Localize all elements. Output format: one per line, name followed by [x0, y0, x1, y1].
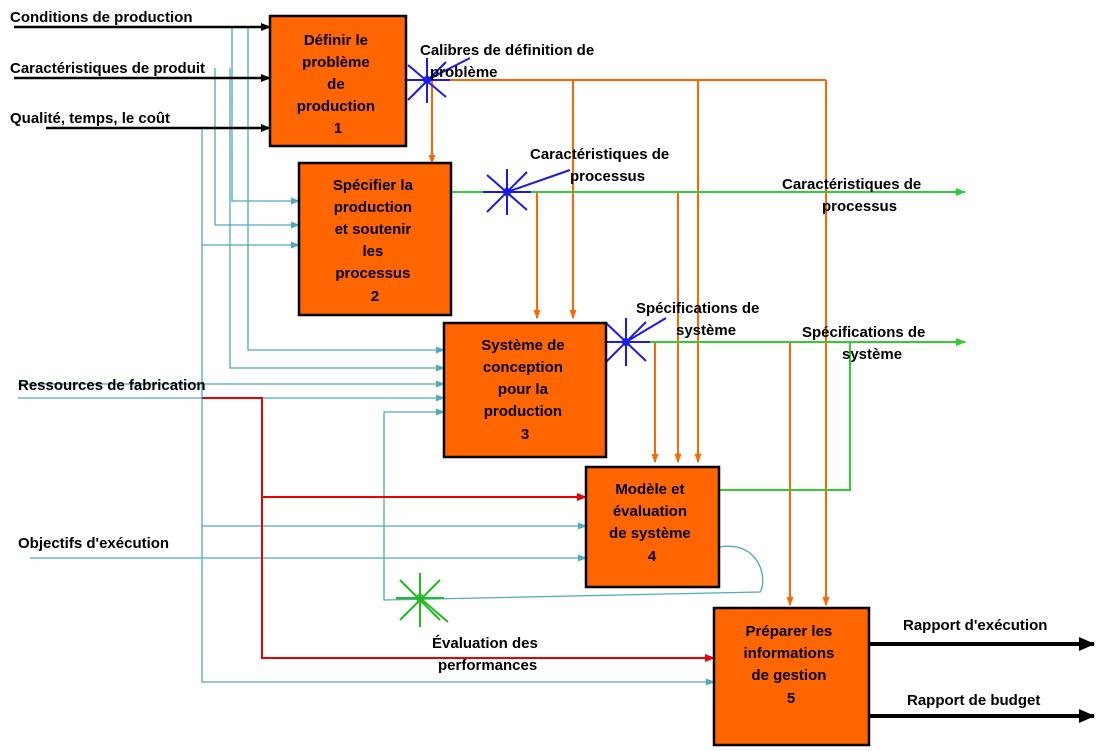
- junction-marker-blue-1: [404, 57, 471, 103]
- box-5-number: 5: [787, 690, 795, 707]
- box-1-line-1: Définir le: [304, 32, 368, 49]
- flow-label-calibres-1: Calibres de définition de: [420, 42, 594, 59]
- orange-flow-lines: [406, 79, 830, 606]
- flow-label-evaluation-2: performances: [438, 657, 537, 674]
- input-label-qualite: Qualité, temps, le coût: [10, 110, 170, 127]
- box-2-line-1: Spécifier la: [333, 177, 414, 194]
- svg-text:Définir le problème: Définir le problème de production 1: [297, 32, 380, 137]
- box-2-line-5: processus: [335, 265, 410, 282]
- box-3-line-2: conception: [483, 359, 563, 376]
- flow-label-spec-systeme-a-1: Spécifications de: [636, 300, 759, 317]
- box-5-line-1: Préparer les: [746, 623, 833, 640]
- box-4-modele-evaluation: Modèle et évaluation de système 4: [584, 465, 721, 589]
- input-label-ressources: Ressources de fabrication: [18, 377, 206, 394]
- junction-marker-blue-2: [483, 169, 571, 215]
- control-lines: [18, 27, 764, 686]
- box-1-number: 1: [334, 120, 342, 137]
- box-3-line-1: Système de: [481, 337, 564, 354]
- junction-marker-blue-3: [602, 317, 667, 366]
- box-5-line-2: informations: [743, 645, 834, 662]
- teal-line-caract-to-box2: [214, 68, 300, 229]
- box-4-line-3: de système: [609, 525, 691, 542]
- input-label-objectifs: Objectifs d'exécution: [18, 535, 169, 552]
- box-5-line-3: de gestion: [751, 667, 826, 684]
- flow-label-calibres-2: problème: [430, 64, 498, 81]
- flow-label-carac-processus-a-2: processus: [570, 168, 645, 185]
- box-5-preparer-informations: Préparer les informations de gestion 5: [712, 606, 871, 747]
- teal-line-feedback-loop: [383, 408, 764, 601]
- box-2-number: 2: [371, 288, 379, 305]
- box-4-line-1: Modèle et: [615, 481, 684, 498]
- svg-text:Modèle et évaluation: Modèle et évaluation de système 4: [609, 481, 695, 565]
- box-2-line-4: les: [362, 243, 383, 260]
- svg-text:Système de conception: Système de conception pour la production…: [481, 337, 569, 443]
- box-2-specifier-production: Spécifier la production et soutenir les …: [297, 161, 453, 317]
- red-line-to-box4: [202, 397, 587, 501]
- red-line-to-box5: [261, 460, 715, 662]
- box-3-line-3: pour la: [498, 381, 549, 398]
- output-label-rapport-budget: Rapport de budget: [907, 692, 1040, 709]
- box-1-definir-probleme: Définir le problème de production 1: [268, 14, 408, 148]
- svg-text:Préparer les information: Préparer les informations de gestion 5: [743, 623, 838, 707]
- flow-label-evaluation-1: Évaluation des: [432, 635, 538, 652]
- green-box4-feedback: [719, 342, 851, 491]
- input-label-conditions: Conditions de production: [10, 9, 192, 26]
- teal-line-conditions-to-box3: [247, 27, 445, 354]
- flow-label-carac-processus-a-1: Caractéristiques de: [530, 146, 669, 163]
- green-flow-lines: [451, 188, 966, 491]
- box-3-number: 3: [521, 426, 529, 443]
- flow-label-spec-systeme-a-2: système: [676, 322, 736, 339]
- svg-text:Spécifier la production: Spécifier la production et soutenir les …: [333, 177, 417, 305]
- output-lines: [869, 637, 1095, 723]
- flow-label-carac-processus-b-2: processus: [822, 198, 897, 215]
- box-4-number: 4: [648, 548, 657, 565]
- box-2-line-2: production: [334, 199, 412, 216]
- input-lines: [14, 23, 271, 132]
- output-label-rapport-execution: Rapport d'exécution: [903, 617, 1047, 634]
- box-4-line-2: évaluation: [613, 503, 687, 520]
- box-3-systeme-conception: Système de conception pour la production…: [442, 321, 608, 459]
- red-resource-lines: [202, 397, 715, 662]
- box-3-line-4: production: [484, 403, 562, 420]
- box-1-line-4: production: [297, 98, 375, 115]
- flow-label-carac-processus-b-1: Caractéristiques de: [782, 176, 921, 193]
- teal-line-caract-to-box3: [229, 68, 445, 372]
- box-1-line-2: problème: [302, 54, 370, 71]
- box-1-line-3: de: [327, 76, 345, 93]
- junction-marker-green: [396, 573, 449, 627]
- box-2-line-3: et soutenir: [335, 221, 412, 238]
- teal-line-conditions-to-box2: [231, 27, 300, 205]
- input-label-caracteristiques: Caractéristiques de produit: [10, 60, 205, 77]
- flow-label-spec-systeme-b-2: système: [842, 346, 902, 363]
- flow-label-spec-systeme-b-1: Spécifications de: [802, 324, 925, 341]
- teal-line-qualite-trunk: [201, 245, 715, 686]
